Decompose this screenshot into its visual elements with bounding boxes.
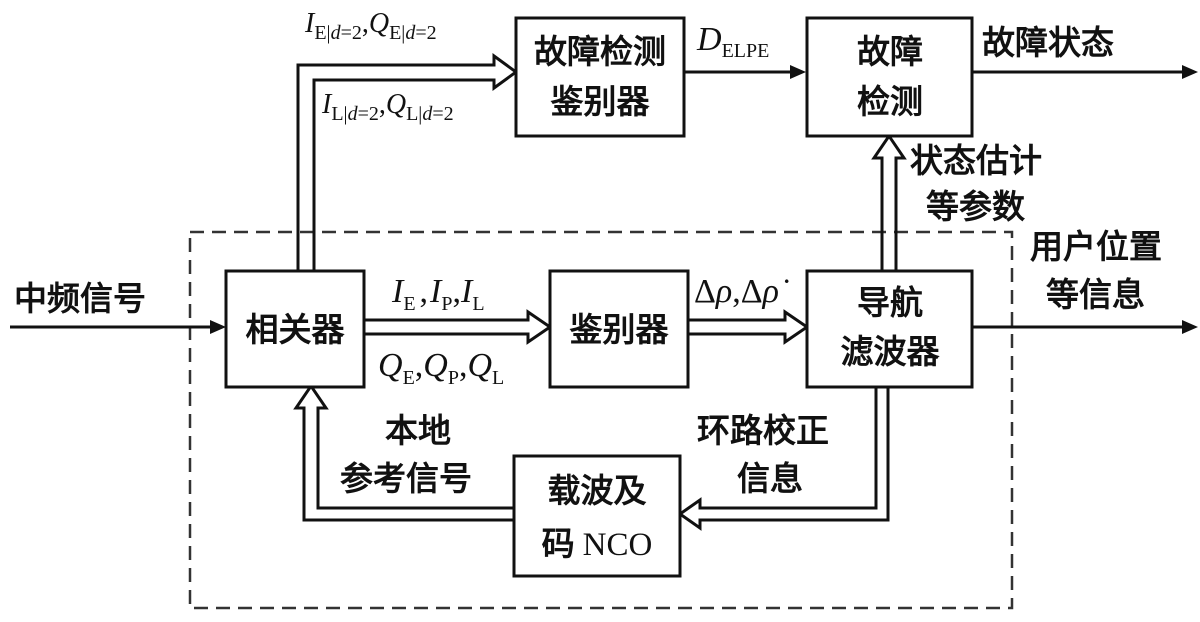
- il-test-sub-eq: =2: [358, 103, 379, 125]
- ql-test-sub-pre: L|: [406, 103, 422, 125]
- delta-rho-label: Δρ,Δρ̇: [694, 273, 789, 310]
- d-sub-elpe: ELPE: [722, 40, 770, 62]
- qe-test-sub-pre: E|: [389, 22, 405, 44]
- rho-dot-symbol: ρ̇: [762, 273, 789, 310]
- navfilter-to-faultdetect-arrow: [871, 133, 907, 271]
- ie-test-sub-eq: =2: [341, 22, 362, 44]
- local-reference-arrow: [293, 383, 514, 522]
- loop-correction-label-line2: 信息: [737, 459, 803, 498]
- i-sep-2: ,: [453, 273, 462, 310]
- correlator-label: 相关器: [246, 310, 346, 349]
- correlator-block: [224, 269, 366, 389]
- discriminator-block: [548, 269, 690, 389]
- nav-filter-label-line2: 滤波器: [841, 332, 941, 371]
- early-test-signals-label: IE|d=2,QE|d=2: [304, 8, 437, 44]
- discriminator-label: 鉴别器: [569, 310, 670, 349]
- i-p-sub: P: [441, 293, 452, 315]
- user-position-label-line1: 用户位置: [1030, 227, 1162, 266]
- q-e-symbol: Q: [378, 347, 403, 384]
- correlator-to-discriminator-arrow: [364, 309, 553, 345]
- q-sep-1: ,: [415, 347, 424, 384]
- local-reference-label-line1: 本地: [385, 411, 451, 450]
- ie-test-sub-d: d: [331, 22, 342, 44]
- nco-label-nco: NCO: [583, 527, 653, 563]
- user-position-label-line2: 等信息: [1046, 275, 1145, 314]
- nco-block: [512, 454, 682, 578]
- qe-test-sub-d: d: [405, 22, 416, 44]
- state-estimate-label-line2: 等参数: [926, 187, 1026, 226]
- q-e-sub: E: [403, 367, 415, 389]
- user-position-output-arrow: [972, 320, 1198, 334]
- il-test-symbol: I: [321, 89, 333, 120]
- fault-state-label: 故障状态: [982, 23, 1114, 62]
- q-sep-2: ,: [459, 347, 468, 384]
- nco-label-code: 码: [542, 524, 575, 563]
- nav-filter-label-line1: 导航: [857, 283, 923, 322]
- q-l-symbol: Q: [467, 347, 492, 384]
- fault-state-output-arrow: [972, 65, 1198, 79]
- d-elpe-label: DELPE: [696, 21, 769, 62]
- loop-correction-label-line1: 环路校正: [697, 411, 829, 450]
- qe-test-symbol: Q: [369, 8, 389, 39]
- ql-test-symbol: Q: [386, 89, 406, 120]
- q-signals-label: QE,QP,QL: [378, 347, 504, 389]
- ql-test-sub-eq: =2: [432, 103, 453, 125]
- i-signals-label: IE,IP,IL: [391, 273, 485, 315]
- fault-detection-block: [805, 16, 974, 138]
- fault-detection-label-line2: 检测: [857, 82, 923, 121]
- state-estimate-label-line1: 状态估计: [910, 141, 1042, 180]
- il-test-sub-d: d: [348, 103, 359, 125]
- if-signal-label: 中频信号: [14, 279, 146, 318]
- fault-discriminator-block: [514, 16, 686, 138]
- i-p-symbol: I: [429, 273, 443, 310]
- il-test-sub-pre: L|: [331, 103, 347, 125]
- fault-discriminator-label-line1: 故障检测: [534, 32, 666, 71]
- fault-discriminator-label-line2: 鉴别器: [550, 82, 651, 121]
- i-e-symbol: I: [391, 273, 405, 310]
- if-signal-arrow: [10, 320, 226, 334]
- i-l-sub: L: [472, 293, 484, 315]
- q-l-sub: L: [492, 367, 504, 389]
- discriminator-to-navfilter-arrow: [688, 309, 810, 345]
- nav-filter-block: [805, 269, 974, 389]
- i-sep-1: ,: [420, 273, 429, 310]
- q-p-sub: P: [448, 367, 459, 389]
- d-symbol: D: [696, 21, 722, 58]
- local-reference-label-line2: 参考信号: [340, 459, 472, 498]
- nco-label-line1: 载波及: [548, 471, 647, 510]
- delta-symbol-2: Δ: [741, 273, 763, 310]
- fault-detection-label-line1: 故障: [857, 32, 923, 71]
- qe-test-sub-eq: =2: [415, 22, 436, 44]
- late-test-signals-label: IL|d=2,QL|d=2: [321, 89, 454, 125]
- early-test-sep: ,: [362, 8, 369, 39]
- delta-symbol-1: Δ: [694, 273, 716, 310]
- i-e-sub: E: [403, 293, 415, 315]
- ql-test-sub-d: d: [422, 103, 433, 125]
- loop-correction-arrow: [677, 386, 890, 531]
- ie-test-symbol: I: [304, 8, 316, 39]
- delta-sep: ,: [732, 273, 741, 310]
- ie-test-sub-pre: E|: [314, 22, 330, 44]
- late-test-sep: ,: [379, 89, 386, 120]
- tracking-loop-enclosure: [188, 230, 1014, 610]
- rho-symbol: ρ: [715, 273, 732, 310]
- fault-discriminator-to-detection-arrow: [684, 65, 806, 79]
- q-p-symbol: Q: [423, 347, 448, 384]
- i-l-symbol: I: [460, 273, 474, 310]
